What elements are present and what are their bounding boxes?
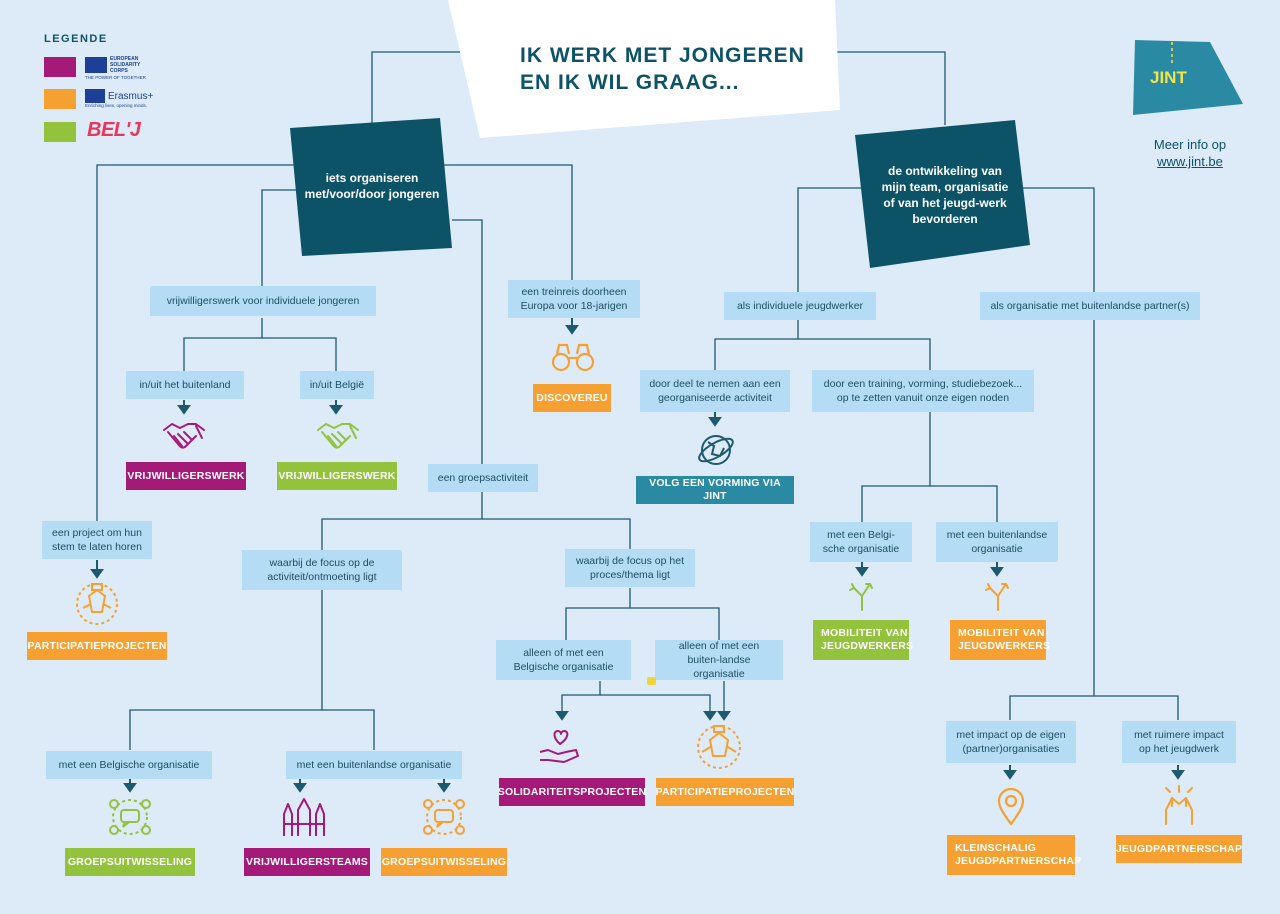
legend-title: LEGENDE	[44, 33, 108, 45]
more-info: Meer info op www.jint.be	[1140, 136, 1240, 170]
signpost-icon	[849, 583, 873, 611]
signpost-icon	[985, 583, 1009, 611]
label-met-belgi-org: met een Belgi-sche organisatie	[810, 522, 912, 562]
label-met-buitenl-org: met een buitenlandse organisatie	[936, 522, 1058, 562]
label-individuele-jeugdwerker: als individuele jeugdwerker	[724, 292, 876, 320]
comment-marker-icon	[647, 677, 656, 685]
belj-logo: BEL'J	[87, 119, 141, 141]
handshake-icon	[163, 423, 205, 449]
high-five-icon	[1165, 785, 1193, 825]
label-belgie: in/uit België	[300, 371, 374, 399]
tag-groepsuitwisseling-green: GROEPSUITWISSELING	[65, 848, 195, 876]
erasmus-logo: Erasmus+ Enriching lives, opening minds.	[85, 89, 153, 108]
esc-tagline: THE POWER OF TOGETHER	[85, 75, 146, 80]
tag-solidariteitsprojecten: SOLIDARITEITSPROJECTEN	[498, 778, 646, 806]
legend-swatch-orange	[44, 89, 76, 109]
label-vrijwilligerswerk-individueel: vrijwilligerswerk voor individuele jonge…	[150, 286, 376, 316]
tag-discovereu: DISCOVEREU	[533, 384, 611, 412]
label-deelnemen: door deel te nemen aan een georganiseerd…	[640, 370, 790, 412]
tag-participatieprojecten-mid: PARTICIPATIEPROJECTEN	[656, 778, 794, 806]
label-impact-eigen: met impact op de eigen (partner)organisa…	[946, 721, 1076, 763]
binoculars-icon	[551, 343, 595, 372]
erasmus-tagline: Enriching lives, opening minds.	[85, 103, 148, 108]
label-ruimere-impact: met ruimere impact op het jeugdwerk	[1122, 721, 1236, 763]
svg-text:JINT: JINT	[1150, 68, 1187, 87]
label-groepsactiviteit: een groepsactiviteit	[428, 464, 538, 492]
tag-jeugdpartnerschap: JEUGDPARTNERSCHAP	[1116, 835, 1242, 863]
label-focus-proces: waarbij de focus op het proces/thema lig…	[565, 549, 695, 587]
tag-mobiliteit-green: MOBILITEIT VAN JEUGDWERKERS	[813, 620, 913, 660]
raised-hands-icon	[283, 798, 325, 836]
eu-flag-icon	[85, 57, 107, 73]
chat-circle-icon	[109, 799, 151, 835]
label-training: door een training, vorming, studiebezoek…	[812, 370, 1034, 412]
erasmus-name: Erasmus+	[108, 90, 154, 102]
tag-mobiliteit-orange: MOBILITEIT VAN JEUGDWERKERS	[950, 620, 1050, 660]
right-main-box: de ontwikkeling van mijn team, organisat…	[881, 164, 1009, 226]
tag-vrijwilligersteams: VRIJWILLIGERSTEAMS	[244, 848, 370, 876]
tag-participatieprojecten-left: PARTICIPATIEPROJECTEN	[27, 632, 167, 660]
website-link[interactable]: www.jint.be	[1157, 154, 1223, 169]
tag-groepsuitwisseling-orange: GROEPSUITWISSELING	[381, 848, 507, 876]
legend-swatch-green	[44, 122, 76, 142]
jint-logo: JINT	[1133, 40, 1243, 115]
legend-swatch-magenta	[44, 57, 76, 77]
label-met-buitenlandse-org: met een buitenlandse organisatie	[286, 751, 462, 779]
label-buitenland: in/uit het buitenland	[126, 371, 244, 399]
page-title: IK WERK MET JONGEREN EN IK WIL GRAAG...	[520, 42, 805, 96]
eu-flag-icon	[85, 89, 105, 103]
title-line-2: EN IK WIL GRAAG...	[520, 71, 740, 94]
label-focus-activiteit: waarbij de focus op de activiteit/ontmoe…	[242, 550, 402, 590]
label-met-belgische-org: met een Belgische organisatie	[46, 751, 212, 779]
label-treinreis: een treinreis doorheen Europa voor 18-ja…	[508, 280, 640, 318]
label-project-stem: een project om hun stem te laten horen	[42, 521, 152, 559]
heart-hand-icon	[539, 730, 579, 763]
label-als-organisatie: als organisatie met buitenlandse partner…	[980, 292, 1200, 320]
right-main-box-shape	[855, 120, 1030, 268]
esc-name: EUROPEAN SOLIDARITY CORPS	[110, 56, 141, 74]
label-alleen-buitenlands: alleen of met een buiten-landse organisa…	[655, 640, 783, 680]
hands-circle-icon	[697, 725, 741, 769]
title-card	[448, 0, 840, 138]
esc-logo: EUROPEAN SOLIDARITY CORPS THE POWER OF T…	[85, 56, 148, 80]
globe-icon	[698, 435, 734, 465]
left-main-box-shape	[290, 118, 452, 256]
handshake-icon	[317, 423, 359, 449]
title-line-1: IK WERK MET JONGEREN	[520, 44, 805, 67]
hands-circle-icon	[76, 583, 118, 625]
left-main-box: iets organiseren met/voor/door jongeren	[304, 171, 440, 201]
tag-kleinschalig: KLEINSCHALIG JEUGDPARTNERSCHAP	[947, 835, 1081, 875]
location-pin-icon	[997, 788, 1025, 826]
label-alleen-belgisch: alleen of met een Belgische organisatie	[496, 640, 631, 680]
tag-vrijwilligerswerk-magenta: VRIJWILLIGERSWERK	[126, 462, 246, 490]
tag-vrijwilligerswerk-green: VRIJWILLIGERSWERK	[277, 462, 397, 490]
tag-vorming-jint: VOLG EEN VORMING VIA JINT	[636, 476, 794, 504]
more-info-text: Meer info op	[1153, 137, 1227, 152]
chat-circle-icon	[423, 799, 465, 835]
